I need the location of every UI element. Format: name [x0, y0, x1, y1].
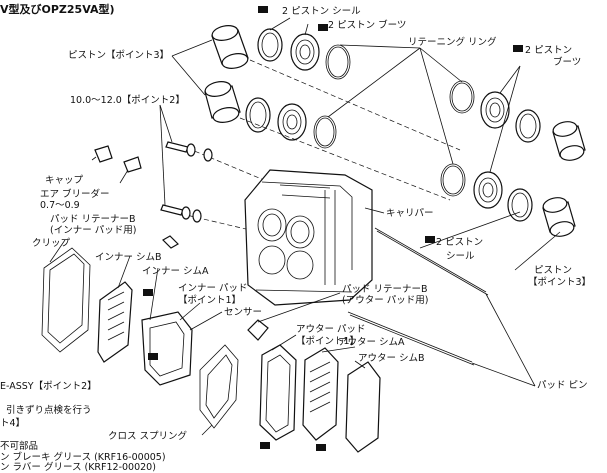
leader-lines — [49, 17, 561, 436]
label-piston-right-1: ピストン — [534, 265, 573, 276]
pad-pin-lower — [347, 311, 473, 363]
label-caliper: キャリパー — [386, 208, 434, 219]
label-outer-shim-a: アウター シムA — [338, 337, 405, 348]
piston-seal-right-top — [515, 109, 541, 143]
piston-right-top — [552, 121, 586, 161]
label-pad-retainer-outer-1: パッド リテーナーB — [342, 284, 428, 295]
retaining-ring-right-lower — [440, 163, 466, 197]
piston-top-left — [211, 25, 249, 69]
bleeder-bolt-top — [165, 141, 213, 162]
outer-pad — [259, 344, 297, 441]
label-assy: E-ASSY【ポイント2】 — [0, 381, 97, 392]
pad-retainer-outer — [247, 319, 269, 341]
label-pad-retainer-inner-1: パッド リテーナーB — [50, 214, 136, 225]
label-inner-pad-1: インナー パッド — [178, 283, 248, 294]
label-clip: クリップ — [32, 238, 71, 249]
diagram-title: V型及びOPZ25VA型) — [0, 3, 115, 16]
label-cap: キャップ — [45, 175, 84, 186]
label-inner-shim-b: インナー シムB — [95, 252, 162, 263]
label-piston-boots-right-1: 2 ピストン — [525, 45, 573, 56]
piston-lower-left — [204, 81, 241, 123]
label-pad-retainer-outer-2: (アウター パッド用) — [342, 295, 429, 306]
cap-part — [94, 145, 113, 163]
label-piston-seal-top: 2 ピストン シール — [282, 6, 361, 17]
piston-boot-top — [290, 33, 320, 71]
inner-pad — [141, 311, 193, 386]
retaining-ring-lower-left — [313, 115, 337, 149]
label-pad-retainer-inner-2: (インナー パッド用) — [50, 225, 137, 236]
outer-shim-b — [345, 361, 381, 453]
piston-right-lower — [542, 197, 576, 237]
label-inner-pad-2: 【ポイント1】 — [178, 295, 242, 306]
label-brake-grease: ン ブレーキ グリース (KRF16-00005) — [0, 452, 166, 463]
cross-spring — [199, 344, 239, 429]
pad-retainer-inner — [162, 235, 179, 249]
piston-boot-lower-left — [277, 103, 307, 141]
part-tags — [143, 6, 523, 451]
label-drag-check: 引きずり点検を行う — [6, 405, 92, 416]
label-torque: 10.0～12.0【ポイント2】 — [70, 95, 185, 106]
bolt-lower — [160, 204, 202, 223]
outer-shim-a — [302, 347, 339, 441]
retaining-ring-top — [325, 44, 351, 80]
label-piston-right-2: 【ポイント3】 — [528, 277, 592, 288]
piston-boot-right-top — [480, 91, 510, 129]
label-outer-shim-b: アウター シムB — [358, 353, 425, 364]
label-sensor: センサー — [224, 307, 263, 318]
label-piston-seal-right-1: 2 ピストン — [436, 237, 484, 248]
label-piston-boots-right-2: ブーツ — [553, 57, 582, 68]
label-piston-seal-right-2: シール — [446, 251, 475, 262]
label-pad-pin: パッド ピン — [537, 380, 588, 391]
label-outer-pad-2: 【ポイント1】 — [296, 336, 360, 347]
label-piston-boots-top: 2 ピストン ブーツ — [328, 20, 407, 31]
label-piston-point3-left: ピストン【ポイント3】 — [68, 50, 170, 61]
piston-boot-right-lower — [473, 171, 503, 209]
label-non-reusable: 不可部品 — [0, 441, 39, 452]
caliper-body — [244, 169, 373, 306]
pad-pin-upper — [374, 227, 487, 293]
label-air-bleeder: エア ブリーダー — [40, 189, 110, 200]
label-cross-spring: クロス スプリング — [108, 431, 188, 442]
label-point4: ト4】 — [0, 418, 26, 429]
clip-part — [41, 247, 91, 353]
piston-seal-right-lower — [507, 188, 533, 222]
label-inner-shim-a: インナー シムA — [142, 266, 209, 277]
inner-shim-b — [97, 281, 133, 363]
label-retaining-ring: リテーニング リング — [408, 37, 497, 48]
label-air-bleeder-torque: 0.7～0.9 — [40, 200, 80, 211]
piston-seal-top-left — [257, 28, 283, 62]
label-outer-pad-1: アウター パッド — [296, 324, 366, 335]
air-bleeder-part — [123, 156, 142, 173]
piston-seal-lower-left — [245, 97, 271, 133]
retaining-ring-right-top — [449, 80, 475, 114]
